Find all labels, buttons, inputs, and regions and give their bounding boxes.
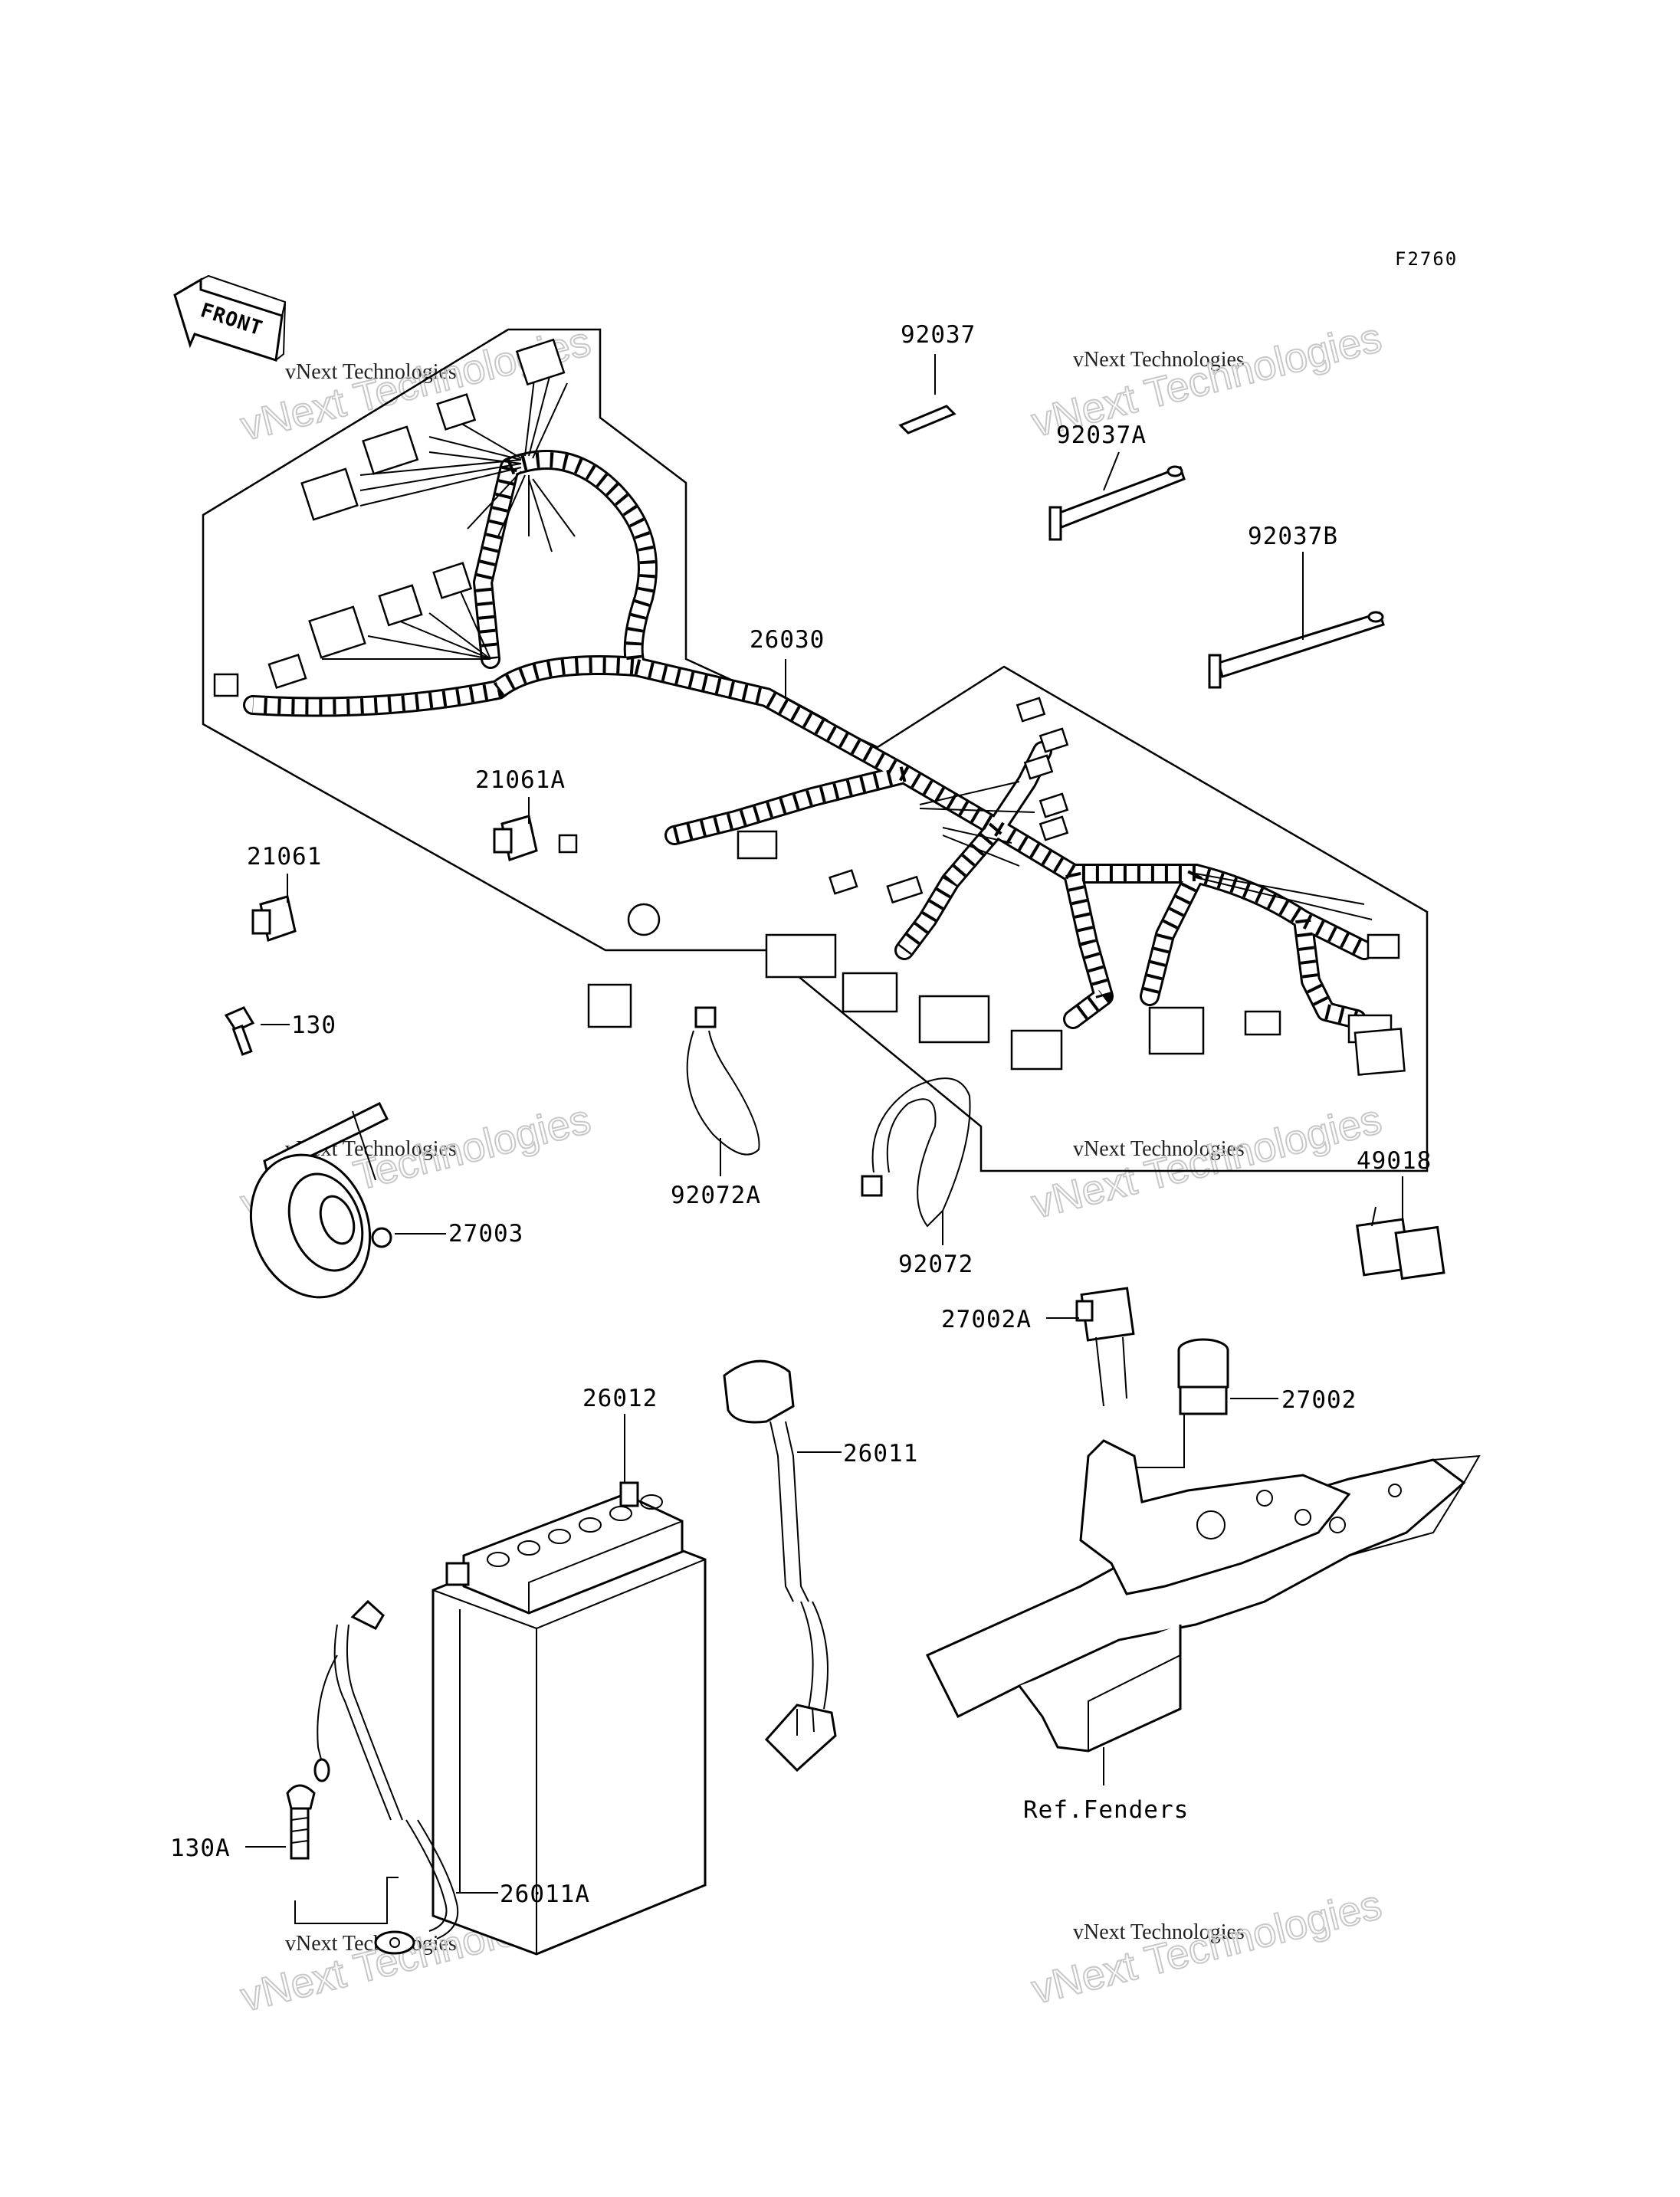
- part-92072-tie: [861, 1077, 971, 1228]
- label-92037: 92037: [901, 321, 976, 349]
- front-arrow-icon: FRONT: [173, 274, 287, 362]
- part-92037: [898, 405, 956, 434]
- part-26011-cable: [723, 1359, 837, 1772]
- svg-text:vNext Technologies: vNext Technologies: [1073, 348, 1245, 372]
- svg-text:vNext Technologies: vNext Technologies: [1073, 1920, 1245, 1944]
- part-92072a-tie: [686, 1006, 760, 1156]
- part-26012-battery: [431, 1481, 707, 1956]
- part-27002-relay: [1127, 1338, 1229, 1468]
- part-130: [224, 1006, 255, 1056]
- label-92037b: 92037B: [1248, 523, 1338, 550]
- label-26030: 26030: [750, 626, 825, 654]
- label-ref-fenders: Ref.Fenders: [1023, 1796, 1189, 1824]
- label-130: 130: [291, 1012, 336, 1039]
- part-92037b: [1208, 611, 1385, 689]
- part-21061: [251, 895, 297, 942]
- label-130a: 130A: [170, 1835, 231, 1862]
- watermark-6: vNext Technologies vNext Technologies: [1026, 1881, 1386, 2013]
- part-49018: [1356, 1206, 1445, 1280]
- part-130a: [286, 1784, 316, 1860]
- part-21061a: [493, 815, 538, 861]
- part-27002a-relay: [1075, 1287, 1135, 1407]
- part-92037a: [1048, 465, 1186, 541]
- label-27003: 27003: [448, 1220, 523, 1248]
- svg-text:vNext Technologies: vNext Technologies: [236, 318, 595, 449]
- label-26011a: 26011A: [500, 1881, 590, 1908]
- svg-text:vNext Technologies: vNext Technologies: [1027, 1096, 1386, 1227]
- svg-text:vNext Technologies: vNext Technologies: [285, 1932, 457, 1956]
- part-labels: 92037 92037A 92037B 26030 21061A 21061 1…: [170, 321, 1432, 1908]
- figure-code: F2760: [1395, 248, 1458, 270]
- watermark-1: vNext Technologies vNext Technologies: [235, 317, 596, 450]
- leader-lines: [245, 354, 1403, 1924]
- label-92037a: 92037A: [1056, 421, 1147, 449]
- harness-outline: [202, 328, 1429, 1172]
- part-26011a-cable: [313, 1599, 459, 1955]
- part-fender-tray: [925, 1439, 1481, 1753]
- svg-text:vNext Technologies: vNext Technologies: [1073, 1137, 1245, 1161]
- watermark-4: vNext Technologies vNext Technologies: [1026, 1095, 1386, 1228]
- label-92072: 92072: [898, 1251, 973, 1278]
- svg-text:vNext Technologies: vNext Technologies: [285, 360, 457, 384]
- label-26012: 26012: [582, 1385, 658, 1412]
- label-21061a: 21061A: [475, 766, 566, 794]
- label-27002a: 27002A: [941, 1306, 1032, 1333]
- svg-text:vNext Technologies: vNext Technologies: [1027, 1881, 1386, 2012]
- label-27002: 27002: [1281, 1386, 1357, 1414]
- main-wiring-harness: [213, 338, 1406, 1076]
- label-21061: 21061: [247, 843, 322, 871]
- label-49018: 49018: [1357, 1147, 1432, 1175]
- label-92072a: 92072A: [671, 1182, 761, 1209]
- part-27003-horn: [249, 1101, 392, 1299]
- label-26011: 26011: [843, 1440, 918, 1467]
